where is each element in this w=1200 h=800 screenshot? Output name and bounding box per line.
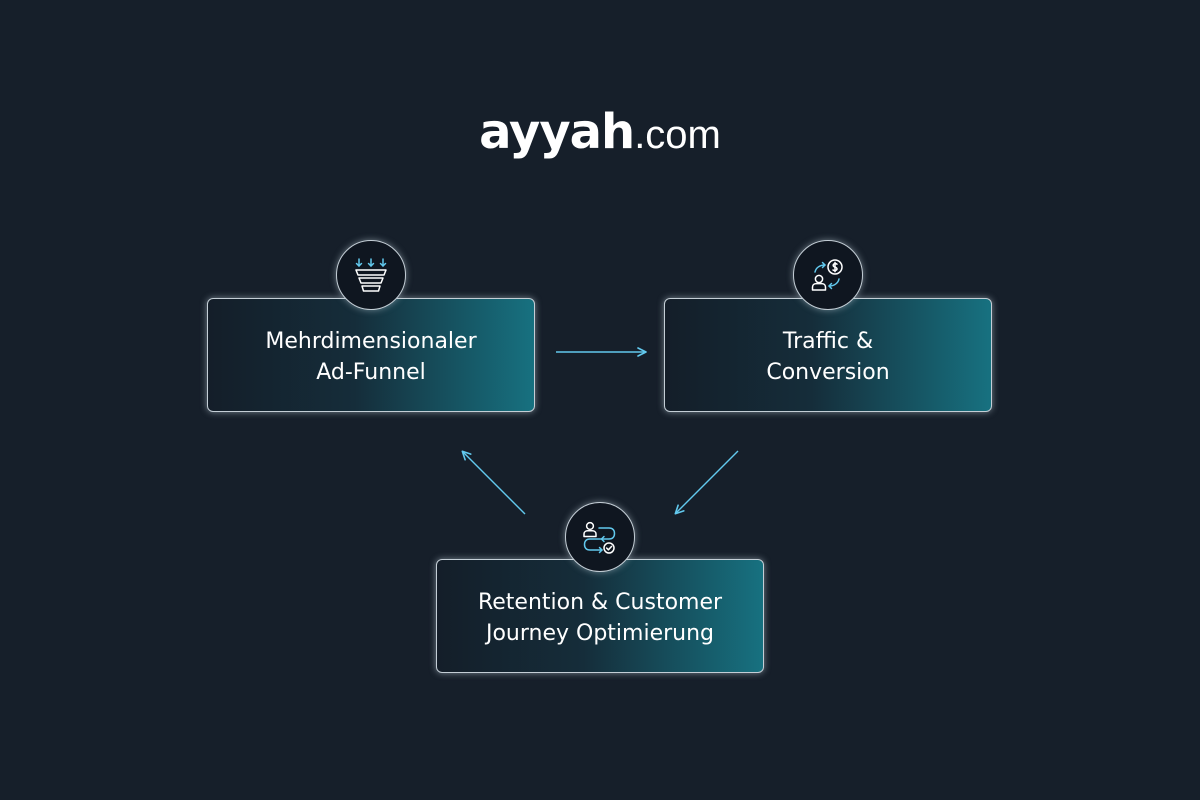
node-retention-label: Retention & Customer Journey Optimierung — [478, 583, 722, 649]
node-retention-line-1: Retention & Customer — [477, 590, 723, 615]
brand-tld: .com — [634, 113, 721, 157]
node-traffic-line-2: Conversion — [766, 360, 890, 385]
funnel-icon — [355, 258, 387, 292]
brand-logo: ayyah.com — [0, 108, 1200, 156]
arrow-retention-to-funnel — [461, 450, 526, 515]
node-retention-badge — [565, 502, 635, 572]
node-traffic-card: Traffic & Conversion — [664, 298, 992, 412]
node-funnel-badge — [336, 240, 406, 310]
customer-journey-icon — [583, 521, 616, 554]
node-funnel-label: Mehrdimensionaler Ad-Funnel — [265, 322, 476, 388]
node-funnel-line-1: Mehrdimensionaler — [265, 329, 477, 354]
node-funnel-card: Mehrdimensionaler Ad-Funnel — [207, 298, 535, 412]
node-traffic-badge — [793, 240, 863, 310]
user-dollar-exchange-icon — [811, 259, 843, 291]
node-traffic-label: Traffic & Conversion — [766, 322, 889, 388]
node-funnel-line-2: Ad-Funnel — [316, 360, 426, 385]
node-traffic-line-1: Traffic & — [782, 329, 874, 354]
brand-name: ayyah — [479, 104, 635, 160]
node-retention-card: Retention & Customer Journey Optimierung — [436, 559, 764, 673]
node-retention-line-2: Journey Optimierung — [485, 621, 715, 646]
arrow-traffic-to-retention — [674, 450, 739, 515]
